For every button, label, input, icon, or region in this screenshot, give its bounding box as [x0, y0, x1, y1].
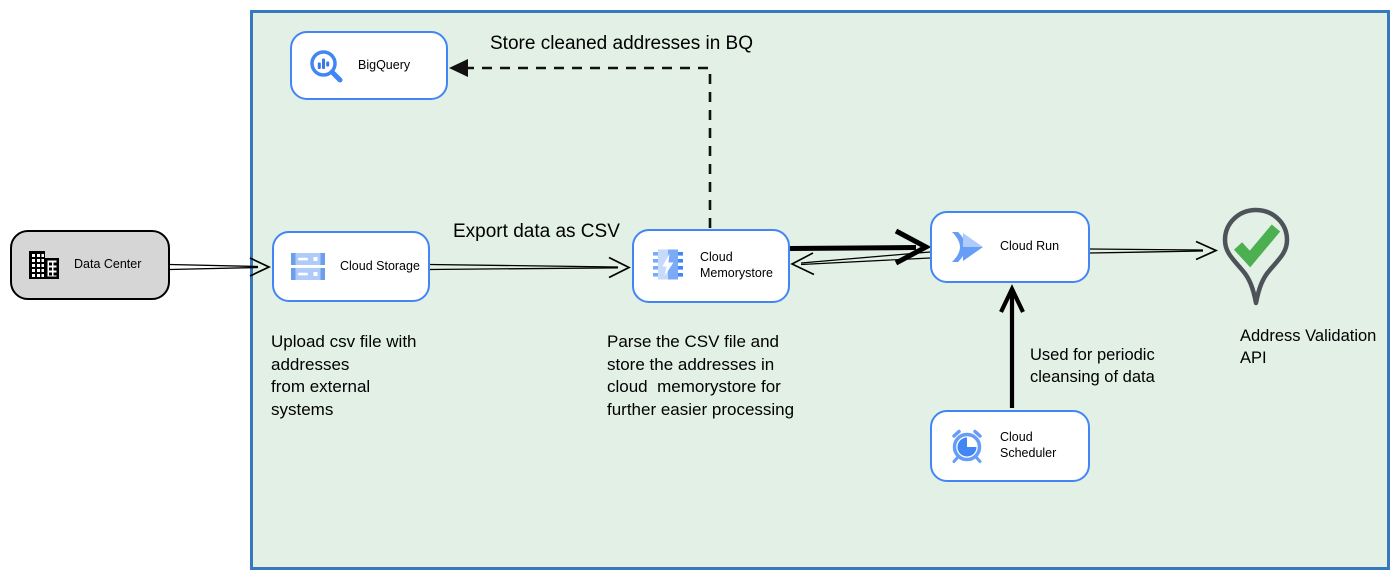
label-address-validation-api: Address Validation API	[1240, 327, 1377, 367]
cloud-memorystore-icon	[649, 248, 687, 284]
cloud-run-icon	[947, 230, 987, 264]
node-label: Cloud Storage	[340, 258, 420, 273]
note-upload-csv: Upload csv file with addresses from exte…	[271, 332, 417, 419]
node-cloud-memorystore[interactable]: Cloud Memorystore	[632, 229, 790, 303]
node-label: BigQuery	[358, 57, 411, 72]
node-label: Cloud Memorystore	[700, 250, 773, 280]
label-export-csv: Export data as CSV	[453, 221, 620, 242]
cloud-storage-icon	[289, 250, 327, 283]
node-label: Cloud Scheduler	[1000, 430, 1057, 460]
node-label: Cloud Run	[1000, 239, 1060, 254]
node-data-center[interactable]: Data Center	[10, 230, 170, 300]
gcp-boundary	[250, 10, 1390, 570]
bigquery-icon	[307, 47, 345, 85]
node-bigquery[interactable]: BigQuery	[290, 31, 448, 100]
note-parse-csv: Parse the CSV file and store the address…	[607, 332, 795, 419]
node-label: Data Center	[74, 257, 142, 272]
node-cloud-storage[interactable]: Cloud Storage	[272, 231, 430, 302]
node-cloud-scheduler[interactable]: Cloud Scheduler	[930, 410, 1090, 482]
note-periodic-cleansing: Used for periodic cleansing of data	[1030, 346, 1155, 386]
node-cloud-run[interactable]: Cloud Run	[930, 211, 1090, 283]
cloud-scheduler-icon	[947, 427, 987, 465]
address-validation-pin-icon[interactable]	[1220, 206, 1292, 310]
label-store-cleaned-bq: Store cleaned addresses in BQ	[490, 33, 753, 54]
data-center-icon	[27, 250, 61, 280]
